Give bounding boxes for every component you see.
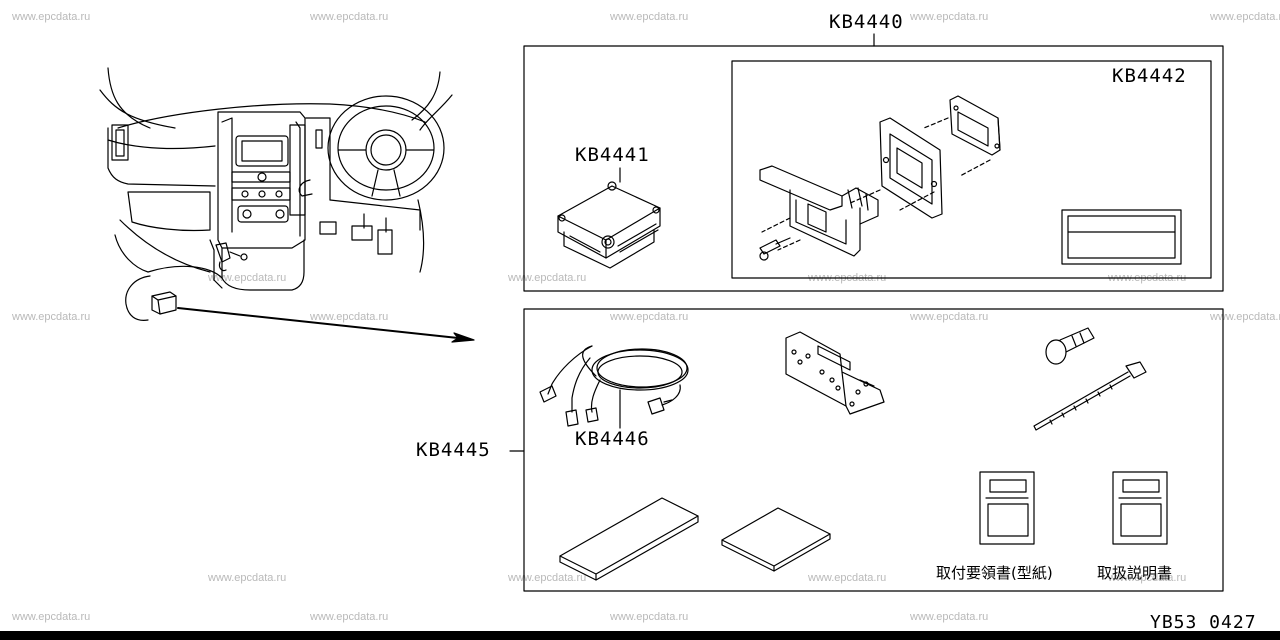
kb4441-label: KB4441 — [575, 144, 650, 166]
kb4442-box — [731, 60, 1212, 279]
adhesive-tape-long — [559, 497, 699, 581]
watermark: www.epcdata.ru — [910, 311, 989, 323]
install-template-booklet — [979, 471, 1035, 545]
kb4442-label: KB4442 — [1112, 65, 1187, 87]
watermark: www.epcdata.ru — [610, 311, 689, 323]
watermark: www.epcdata.ru — [910, 11, 989, 23]
watermark: www.epcdata.ru — [310, 11, 389, 23]
kb4440-kit-box — [523, 33, 1224, 292]
kb4442-switch-assembly — [759, 95, 1182, 265]
mounting-bracket — [785, 331, 885, 415]
watermark: www.epcdata.ru — [1210, 311, 1280, 323]
cable-tie — [1033, 361, 1147, 431]
watermark: www.epcdata.ru — [12, 611, 91, 623]
watermark: www.epcdata.ru — [808, 572, 887, 584]
watermark: www.epcdata.ru — [310, 311, 389, 323]
kb4446-harness — [539, 345, 689, 429]
diagram-code: YB53 0427 — [1150, 612, 1257, 633]
kb4445-label: KB4445 — [416, 439, 491, 461]
kb4446-label: KB4446 — [575, 428, 650, 450]
watermark: www.epcdata.ru — [1108, 572, 1187, 584]
watermark: www.epcdata.ru — [310, 611, 389, 623]
kb4441-control-unit — [557, 167, 661, 269]
watermark: www.epcdata.ru — [508, 272, 587, 284]
watermark: www.epcdata.ru — [12, 11, 91, 23]
bottom-bar — [0, 631, 1280, 640]
install-template-label: 取付要領書(型紙) — [936, 564, 1053, 582]
kb4440-label: KB4440 — [829, 11, 904, 33]
watermark: www.epcdata.ru — [208, 272, 287, 284]
bolt — [1045, 327, 1095, 365]
dashboard-illustration — [99, 67, 475, 343]
watermark: www.epcdata.ru — [610, 611, 689, 623]
manual-label: 取扱説明書 — [1097, 564, 1173, 582]
manual-booklet — [1112, 471, 1168, 545]
kb4445-kit-box — [509, 308, 1224, 592]
adhesive-tape-square — [721, 507, 831, 572]
watermark: www.epcdata.ru — [208, 572, 287, 584]
watermark: www.epcdata.ru — [12, 311, 91, 323]
watermark: www.epcdata.ru — [610, 11, 689, 23]
watermark: www.epcdata.ru — [910, 611, 989, 623]
watermark: www.epcdata.ru — [508, 572, 587, 584]
watermark: www.epcdata.ru — [1210, 11, 1280, 23]
